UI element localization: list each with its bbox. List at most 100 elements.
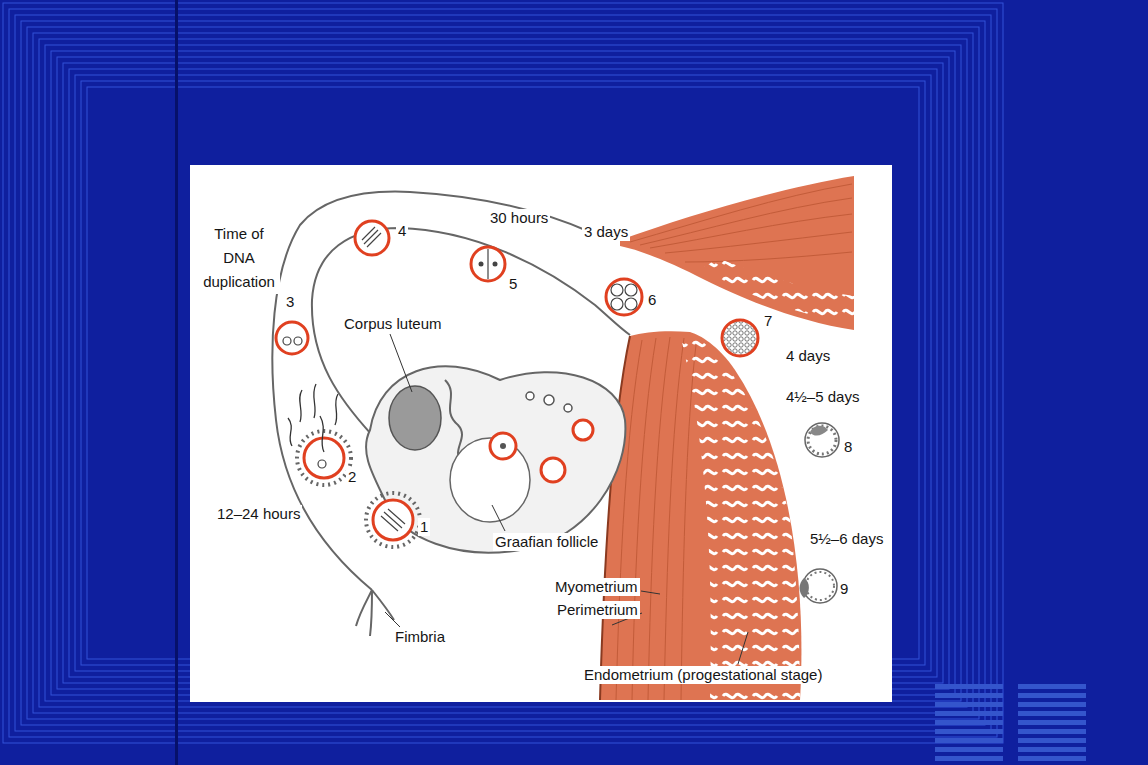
fibre bbox=[685, 252, 852, 262]
tube-wall bbox=[272, 192, 625, 590]
ovary bbox=[366, 366, 625, 552]
leader-line bbox=[492, 505, 505, 531]
part-label: Fimbria bbox=[393, 628, 447, 646]
divider-line bbox=[175, 0, 178, 765]
part-label: Corpus luteum bbox=[342, 315, 444, 333]
annotation: Time of DNA duplication bbox=[198, 222, 280, 294]
frame-line bbox=[9, 9, 997, 737]
callout-number: 3 bbox=[284, 293, 296, 311]
callout-number: 2 bbox=[346, 468, 358, 486]
trophoblast bbox=[806, 572, 834, 600]
fibre bbox=[630, 184, 852, 242]
frame-line bbox=[45, 45, 961, 701]
frame-lines bbox=[3, 3, 1003, 743]
follicle bbox=[573, 420, 593, 440]
callout-number: 7 bbox=[762, 312, 774, 330]
blastocyst bbox=[805, 423, 839, 457]
callout-number: 8 bbox=[842, 438, 854, 456]
blastomere bbox=[625, 298, 637, 310]
trophoblast bbox=[808, 426, 836, 454]
oocyte bbox=[490, 433, 516, 459]
uterine-wall bbox=[620, 176, 854, 330]
pronucleus bbox=[294, 337, 302, 345]
part-label: Myometrium bbox=[553, 578, 640, 596]
blastomere bbox=[611, 298, 623, 310]
time-label: 4½–5 days bbox=[784, 388, 861, 406]
nucleus bbox=[493, 262, 498, 267]
time-label: 30 hours bbox=[488, 209, 550, 227]
leader-lines bbox=[385, 334, 748, 664]
blastomere bbox=[611, 284, 623, 296]
follicle bbox=[526, 392, 534, 400]
callout-number: 5 bbox=[507, 275, 519, 293]
ruptured-follicle bbox=[445, 380, 462, 462]
two-cell-stage bbox=[471, 247, 505, 281]
nucleus bbox=[479, 262, 484, 267]
corner-bars bbox=[935, 683, 1003, 765]
sperm-tail bbox=[335, 394, 338, 425]
inner-cell-mass bbox=[810, 426, 828, 436]
oocyte bbox=[304, 438, 344, 478]
spindle bbox=[362, 227, 381, 247]
follicle bbox=[541, 458, 565, 482]
follicle bbox=[564, 404, 572, 412]
callout-number: 6 bbox=[646, 291, 658, 309]
time-label: 4 days bbox=[784, 347, 832, 365]
frame-line bbox=[39, 39, 967, 707]
sperm-tail bbox=[320, 416, 324, 452]
corona-radiata bbox=[297, 431, 351, 485]
part-label: Graafian follicle bbox=[493, 533, 600, 551]
zygote bbox=[355, 221, 389, 255]
fibre bbox=[664, 338, 684, 700]
four-cell-stage bbox=[606, 279, 642, 315]
part-label: Perimetrium bbox=[555, 601, 640, 619]
muscle-fibres bbox=[630, 184, 852, 262]
leader-line bbox=[641, 591, 660, 594]
frame-line bbox=[3, 3, 1003, 743]
time-label: 3 days bbox=[582, 223, 630, 241]
endometrium bbox=[700, 258, 854, 324]
spindle bbox=[381, 509, 405, 531]
sperm-tail bbox=[300, 390, 302, 422]
time-label: 12–24 hours bbox=[215, 505, 302, 523]
part-label: Endometrium (progestational stage) bbox=[582, 666, 824, 684]
leader-line bbox=[738, 632, 748, 664]
fibre bbox=[650, 214, 852, 248]
frame-line bbox=[33, 33, 973, 713]
leader-line bbox=[385, 612, 400, 627]
picture-panel bbox=[190, 165, 892, 702]
cleavage-line bbox=[487, 249, 488, 279]
callout-number: 1 bbox=[418, 518, 430, 536]
follicle bbox=[544, 395, 554, 405]
fibre bbox=[648, 337, 670, 700]
callout-number: 9 bbox=[838, 580, 850, 598]
corner-bars bbox=[1018, 683, 1086, 765]
zygote bbox=[276, 322, 308, 354]
leader-line bbox=[390, 334, 412, 392]
frame-line bbox=[15, 15, 991, 731]
callout-number: 4 bbox=[396, 222, 408, 240]
pronucleus bbox=[283, 337, 291, 345]
endometrium bbox=[682, 334, 800, 700]
fibre bbox=[640, 198, 852, 245]
inner-cell-mass bbox=[800, 578, 809, 598]
fibre bbox=[632, 338, 656, 700]
corpus-luteum bbox=[389, 386, 441, 450]
fimbria bbox=[372, 590, 394, 620]
nucleus bbox=[500, 443, 506, 449]
uterine-tube bbox=[272, 192, 630, 636]
uterine-wall bbox=[600, 331, 801, 700]
fimbria bbox=[370, 590, 372, 636]
blastomere bbox=[625, 284, 637, 296]
time-label: 5½–6 days bbox=[808, 530, 885, 548]
corona-radiata bbox=[366, 493, 420, 547]
morula bbox=[722, 320, 758, 356]
sperm-tail bbox=[314, 384, 316, 418]
frame-line bbox=[21, 21, 985, 725]
fimbria bbox=[356, 590, 372, 626]
oocyte bbox=[373, 500, 413, 540]
frame-line bbox=[27, 27, 979, 719]
